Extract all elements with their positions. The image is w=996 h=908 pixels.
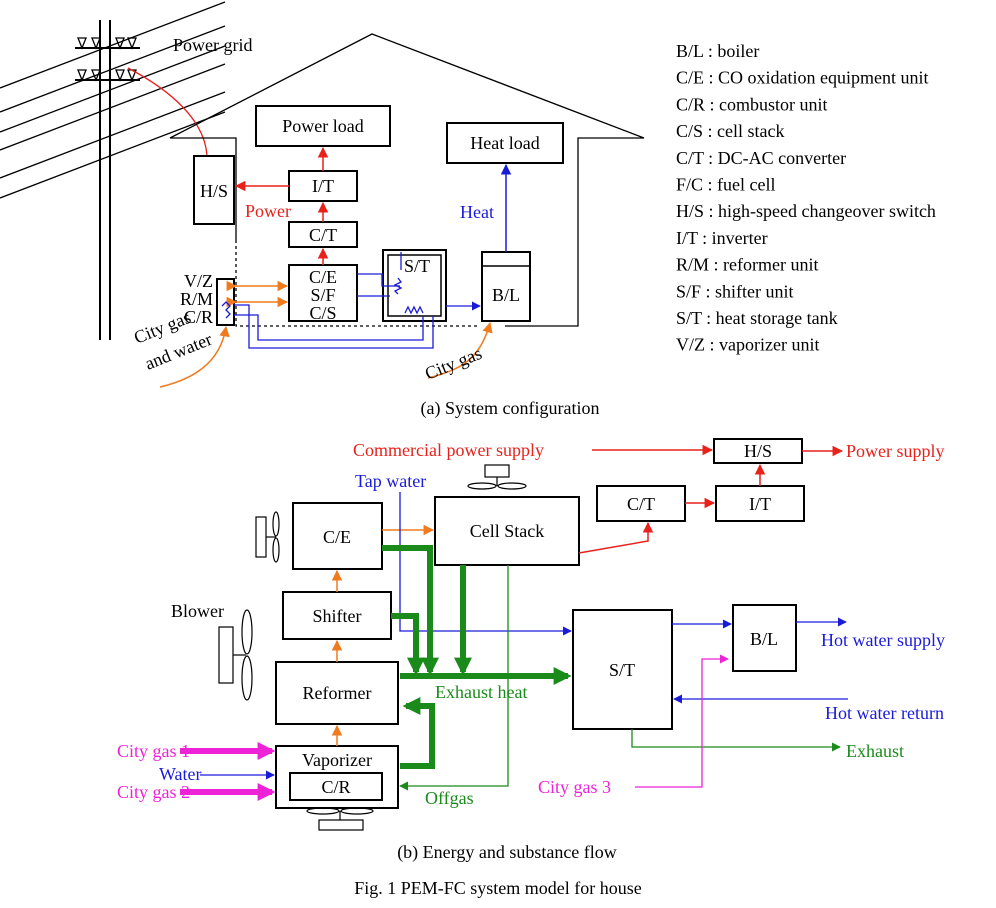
- bl-b-box: [732, 604, 797, 672]
- system-configuration: Power grid Power load Heat load H/S I/T …: [0, 1, 645, 419]
- exhaust-heat-flow: [382, 545, 572, 769]
- fuel-cell-box: [288, 264, 358, 322]
- water-label: Water: [159, 764, 202, 784]
- city-gas-3-label: City gas 3: [538, 777, 611, 797]
- power-grid-label: Power grid: [173, 35, 253, 55]
- st-label: S/T: [404, 256, 430, 276]
- heat-load-label: Heat load: [470, 133, 539, 153]
- exhaust-label: Exhaust: [846, 741, 904, 761]
- sf-label: S/F: [310, 285, 335, 305]
- legend-item: S/F : shifter unit: [676, 281, 794, 301]
- energy-substance-flow: Commercial power supply H/S Power supply…: [117, 438, 945, 863]
- water-loop: [221, 252, 481, 349]
- ce-b-label: C/E: [323, 527, 351, 547]
- commercial-power-label: Commercial power supply: [353, 440, 544, 460]
- it-b-box: [715, 485, 805, 522]
- city-gas-label: City gas: [422, 343, 485, 384]
- legend-item: V/Z : vaporizer unit: [676, 335, 819, 355]
- st-b-box: [572, 609, 673, 730]
- cell-stack-box: [434, 496, 580, 566]
- legend-item: C/T : DC-AC converter: [676, 148, 846, 168]
- ct-box: [288, 221, 358, 248]
- legend-item: R/M : reformer unit: [676, 255, 818, 275]
- vaporizer-label: Vaporizer: [302, 750, 372, 770]
- hs-label: H/S: [200, 181, 228, 201]
- shifter-label: Shifter: [313, 606, 362, 626]
- gas-flow: [180, 654, 729, 801]
- power-pole-icon: [0, 1, 226, 340]
- cr-b-label: C/R: [321, 777, 350, 797]
- blower-label: Blower: [171, 601, 224, 621]
- power-supply-label: Power supply: [846, 441, 945, 461]
- bl-box: [481, 251, 531, 322]
- ce-b-box: [292, 502, 383, 570]
- hs-box: [193, 155, 235, 225]
- exhaust-heat-label: Exhaust heat: [435, 682, 527, 702]
- it-b-label: I/T: [749, 494, 771, 514]
- heat-load-box: [446, 122, 564, 164]
- bl-b-label: B/L: [750, 629, 778, 649]
- hot-water-supply-label: Hot water supply: [821, 630, 945, 650]
- legend-item: C/S : cell stack: [676, 121, 784, 141]
- cell-stack-label: Cell Stack: [470, 521, 545, 541]
- power-label: Power: [245, 201, 291, 221]
- power-flow-b: [578, 463, 766, 554]
- legend-item: C/E : CO oxidation equipment unit: [676, 68, 928, 88]
- ct-b-label: C/T: [627, 494, 655, 514]
- city-gas-2-label: City gas 2: [117, 782, 190, 802]
- vz-label: V/Z: [184, 271, 213, 291]
- legend-item: C/R : combustor unit: [676, 94, 828, 114]
- legend-item: H/S : high-speed changeover switch: [676, 201, 936, 221]
- legend-item: F/C : fuel cell: [676, 175, 775, 195]
- fan-top-icon: [467, 464, 527, 490]
- legend-item: B/L : boiler: [676, 41, 759, 61]
- rm-label: R/M: [180, 289, 213, 309]
- offgas-label: Offgas: [425, 788, 474, 808]
- city-gas-1-label: City gas 1: [117, 741, 190, 761]
- st-b-label: S/T: [609, 660, 635, 680]
- cr-label: C/R: [184, 307, 213, 327]
- hs-b-box: [713, 438, 803, 464]
- legend-item: S/T : heat storage tank: [676, 308, 838, 328]
- legend-item: I/T : inverter: [676, 228, 768, 248]
- power-arrows: [234, 146, 329, 265]
- heat-label: Heat: [460, 202, 494, 222]
- bl-label: B/L: [492, 285, 520, 305]
- it-label: I/T: [312, 176, 334, 196]
- offgas-flow: [399, 565, 841, 791]
- blower-icon: [218, 609, 253, 701]
- fan-bottom-icon: [306, 807, 374, 831]
- house-wall-dashed: [235, 240, 480, 327]
- power-load-label: Power load: [282, 116, 363, 136]
- ce-label: C/E: [309, 267, 337, 287]
- cr-b-box: [289, 772, 383, 801]
- fuel-flow-b: [331, 524, 435, 746]
- hot-water-return-label: Hot water return: [825, 703, 944, 723]
- fan-ce-icon: [255, 511, 280, 563]
- caption-a: (a) System configuration: [421, 398, 600, 419]
- hs-b-label: H/S: [744, 441, 772, 461]
- shifter-box: [282, 591, 392, 640]
- house-outline: [169, 33, 645, 327]
- tap-water-label: Tap water: [355, 471, 426, 491]
- water-flow-b: [200, 492, 848, 780]
- reformer-box: [275, 661, 399, 725]
- cs-label: C/S: [309, 303, 336, 323]
- figure-caption: Fig. 1 PEM-FC system model for house: [354, 878, 642, 898]
- fuel-arrows: [159, 280, 493, 388]
- power-load-box: [255, 105, 391, 147]
- ct-label: C/T: [309, 225, 337, 245]
- caption-b: (b) Energy and substance flow: [397, 842, 617, 863]
- grid-feed-line: [127, 67, 208, 157]
- reformer-label: Reformer: [303, 683, 372, 703]
